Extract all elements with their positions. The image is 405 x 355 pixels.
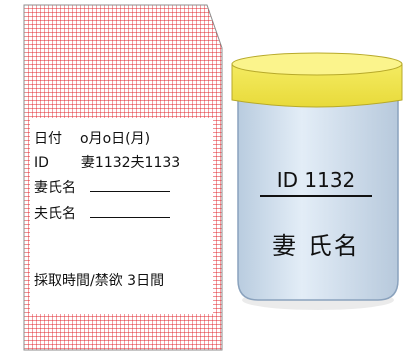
id-value: 妻1132夫1133 <box>80 155 181 171</box>
label-writing-area <box>30 118 213 314</box>
wife-name-line: 妻氏名 <box>34 177 214 197</box>
cup-id-value: ID 1132 <box>276 168 356 192</box>
husband-name-blank <box>90 205 170 218</box>
id-label: ID <box>34 155 49 171</box>
collection-info: 採取時間/禁欲 3日間 <box>34 273 165 289</box>
id-line: ID 妻1132夫1133 <box>34 152 214 172</box>
wife-name-blank <box>90 179 170 192</box>
date-value: o月o日(月) <box>80 131 151 147</box>
husband-name-line: 夫氏名 <box>34 203 214 223</box>
husband-name-label: 夫氏名 <box>34 206 76 222</box>
cup-id-underline <box>260 195 372 197</box>
cup-body <box>237 99 399 301</box>
sample-cup <box>231 52 403 310</box>
sample-label-card <box>23 4 223 351</box>
date-label: 日付 <box>34 131 62 147</box>
cup-id-text: ID 1132 <box>236 168 396 197</box>
date-line: 日付 o月o日(月) <box>34 128 214 148</box>
wife-name-label: 妻氏名 <box>34 180 76 196</box>
cup-name-text: 妻 氏名 <box>272 232 360 260</box>
cup-lid-top <box>231 52 403 76</box>
